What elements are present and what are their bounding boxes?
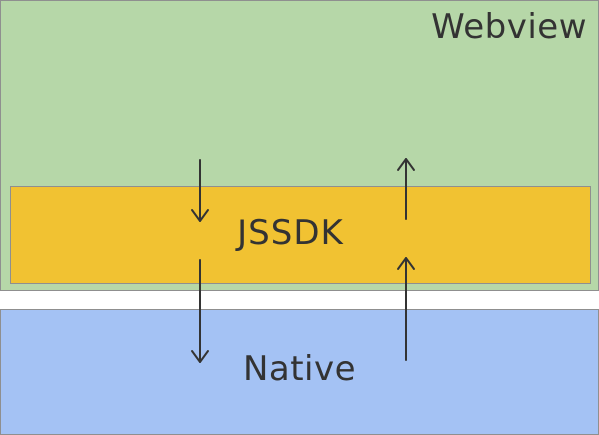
native-layer: Native [0, 309, 599, 435]
webview-label: Webview [431, 7, 587, 47]
jssdk-layer: JSSDK [10, 186, 591, 284]
jssdk-label: JSSDK [237, 213, 344, 253]
native-label: Native [242, 349, 357, 389]
